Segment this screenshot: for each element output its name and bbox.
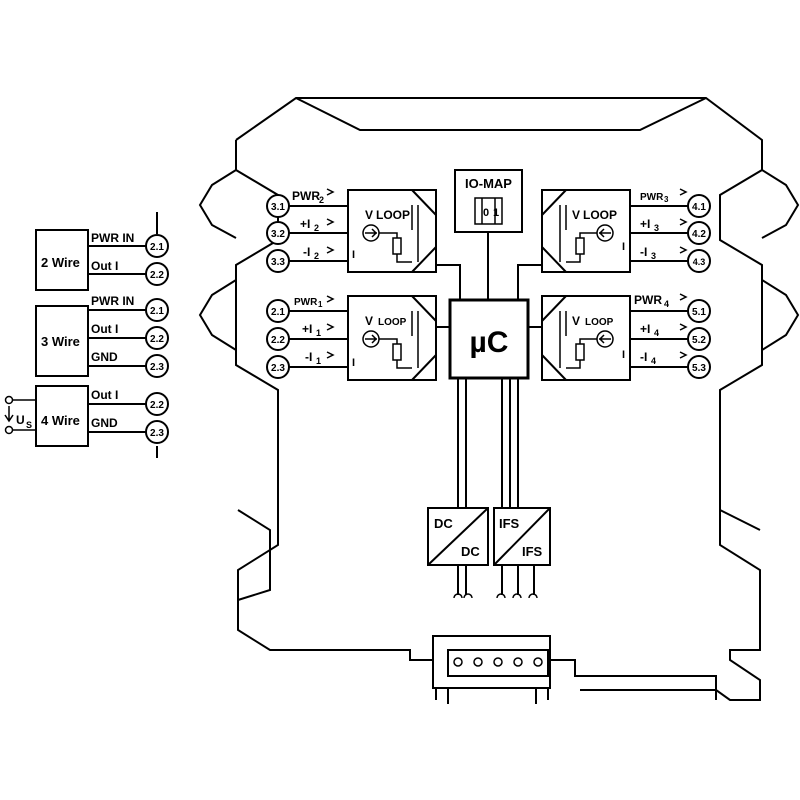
channel-block-1: PWR 1 +I 1 -I 1 V LOOP I <box>289 295 437 381</box>
terminal-2-1 <box>145 298 169 322</box>
us-label: U <box>16 413 25 427</box>
two-wire-out-label: Out I <box>91 259 118 273</box>
channel-block-4: PWR 4 +I 4 -I 4 V LOOP I <box>541 293 688 381</box>
mcu-block: µC <box>436 232 542 508</box>
svg-text:3: 3 <box>651 251 656 261</box>
svg-text:PWR: PWR <box>634 293 662 307</box>
terminal-3-2: 3.2 <box>271 229 285 240</box>
terminal-3-3: 3.3 <box>271 257 285 268</box>
ifs-interface: IFS IFS <box>493 507 551 599</box>
mcu-label: µC <box>470 326 509 359</box>
svg-text:IFS: IFS <box>499 516 520 531</box>
svg-text:I: I <box>352 249 355 261</box>
io-map-block: IO-MAP 0 1 <box>454 169 523 233</box>
io-map-label: IO-MAP <box>465 176 512 191</box>
svg-text:2.2: 2.2 <box>150 334 164 345</box>
three-wire-gnd-label: GND <box>91 350 118 364</box>
three-wire-pwr-label: PWR IN <box>91 294 134 308</box>
terminal-2-2 <box>145 326 169 350</box>
svg-text:LOOP: LOOP <box>376 208 410 222</box>
terminals-left: 3.1 3.2 3.3 2.1 2.2 2.3 <box>266 194 290 379</box>
terminal-2-2 <box>145 392 169 416</box>
svg-text:V: V <box>572 314 580 328</box>
svg-text:2: 2 <box>314 223 319 233</box>
svg-text:2.1: 2.1 <box>150 306 164 317</box>
terminal-3-1: 3.1 <box>271 202 285 213</box>
terminal-4-1: 4.1 <box>692 202 706 213</box>
three-wire-label: 3 Wire <box>41 334 80 349</box>
dc-dc-converter: DC DC <box>427 507 489 599</box>
terminal-5-1: 5.1 <box>692 307 706 318</box>
two-wire-pwr-label: PWR IN <box>91 231 134 245</box>
svg-text:IFS: IFS <box>522 544 543 559</box>
svg-text:+I: +I <box>640 322 650 336</box>
svg-text:LOOP: LOOP <box>585 317 614 328</box>
svg-text:DC: DC <box>434 516 453 531</box>
svg-text:DC: DC <box>461 544 480 559</box>
svg-text:2.3: 2.3 <box>150 362 164 373</box>
svg-text:4: 4 <box>664 299 669 309</box>
svg-text:2: 2 <box>319 195 324 205</box>
four-wire-out-label: Out I <box>91 388 118 402</box>
svg-text:1: 1 <box>316 328 321 338</box>
svg-text:1: 1 <box>318 300 323 309</box>
svg-text:I: I <box>622 349 625 361</box>
wiring-legend: 2 Wire PWR IN Out I 2.1 2.2 3 Wire PWR I… <box>4 212 169 458</box>
svg-text:S: S <box>26 420 32 430</box>
svg-text:2.1: 2.1 <box>150 242 164 253</box>
svg-text:2.2: 2.2 <box>150 270 164 281</box>
two-wire-label: 2 Wire <box>41 255 80 270</box>
svg-text:+I: +I <box>300 217 310 231</box>
terminal-2-1: 2.1 <box>271 307 285 318</box>
svg-text:4: 4 <box>651 356 656 366</box>
svg-text:I: I <box>352 357 355 369</box>
svg-text:+I: +I <box>302 322 312 336</box>
terminal-5-3: 5.3 <box>692 363 706 374</box>
terminal-4-2: 4.2 <box>692 229 706 240</box>
svg-text:-I: -I <box>640 350 647 364</box>
terminal-2-3 <box>145 354 169 378</box>
four-wire-gnd-label: GND <box>91 416 118 430</box>
svg-text:PWR: PWR <box>640 192 664 203</box>
svg-text:-I: -I <box>305 350 312 364</box>
two-wire-box <box>35 229 89 291</box>
svg-text:PWR: PWR <box>292 189 320 203</box>
three-wire-out-label: Out I <box>91 322 118 336</box>
svg-text:4: 4 <box>654 328 659 338</box>
svg-text:LOOP: LOOP <box>583 208 617 222</box>
terminal-2-3: 2.3 <box>271 363 285 374</box>
terminals-right: 4.1 4.2 4.3 5.1 5.2 5.3 <box>687 194 711 379</box>
svg-text:3: 3 <box>664 195 669 204</box>
channel-block-2: PWR 2 +I 2 -I 2 V LOOP I <box>289 188 437 273</box>
svg-text:LOOP: LOOP <box>378 317 407 328</box>
svg-text:2.2: 2.2 <box>150 400 164 411</box>
svg-text:2.3: 2.3 <box>150 428 164 439</box>
svg-text:+I: +I <box>640 217 650 231</box>
svg-text:2: 2 <box>314 251 319 261</box>
channel-block-3: PWR 3 +I 3 -I 3 V LOOP I <box>541 188 688 273</box>
svg-text:V: V <box>572 208 580 222</box>
terminal-2-1 <box>145 234 169 258</box>
svg-text:1: 1 <box>493 207 499 219</box>
three-wire-box <box>35 305 89 377</box>
connector-pins <box>453 657 543 667</box>
terminal-2-3 <box>145 420 169 444</box>
terminal-2-2: 2.2 <box>271 335 285 346</box>
four-wire-label: 4 Wire <box>41 413 80 428</box>
svg-text:3: 3 <box>654 223 659 233</box>
svg-text:V: V <box>365 314 373 328</box>
svg-text:-I: -I <box>640 245 647 259</box>
four-wire-box <box>35 385 89 447</box>
svg-text:1: 1 <box>316 356 321 366</box>
svg-text:-I: -I <box>303 245 310 259</box>
svg-text:0: 0 <box>483 207 489 219</box>
terminal-4-3: 4.3 <box>693 257 706 267</box>
terminal-2-2 <box>145 262 169 286</box>
svg-text:I: I <box>622 241 625 253</box>
terminal-5-2: 5.2 <box>692 335 706 346</box>
svg-text:PWR: PWR <box>294 297 318 308</box>
supply-voltage: U S <box>4 395 36 435</box>
svg-text:V: V <box>365 208 373 222</box>
